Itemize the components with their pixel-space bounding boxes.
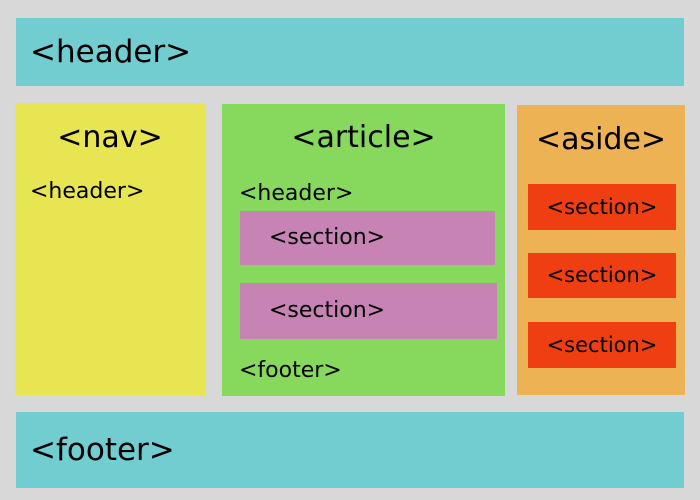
nav-title: <nav> [57,120,163,155]
article-title: <article> [291,120,436,155]
page-header-label: <header> [30,33,192,70]
aside-section-block: <section> [528,322,676,368]
aside-section-label: <section> [546,194,658,219]
aside-section-label: <section> [546,263,658,287]
article-footer-label: <footer> [239,358,342,383]
page-footer-block: <footer> [16,412,684,488]
article-header-label: <header> [239,181,354,206]
aside-section-block: <section> [528,184,676,230]
article-section-label: <section> [269,225,386,250]
article-section-label: <section> [269,298,386,323]
aside-title: <aside> [535,122,667,157]
nav-block: <nav> <header> [15,103,205,395]
aside-block: <aside> <section> <section> <section> [517,105,685,395]
page-footer-label: <footer> [30,431,175,468]
page-header-block: <header> [16,18,684,86]
nav-header-label: <header> [30,179,145,204]
article-block: <article> <header> <section> <section> <… [222,104,505,396]
article-section-block: <section> [240,211,495,265]
aside-section-label: <section> [546,332,658,357]
aside-section-block: <section> [528,253,676,298]
article-section-block: <section> [240,283,497,339]
